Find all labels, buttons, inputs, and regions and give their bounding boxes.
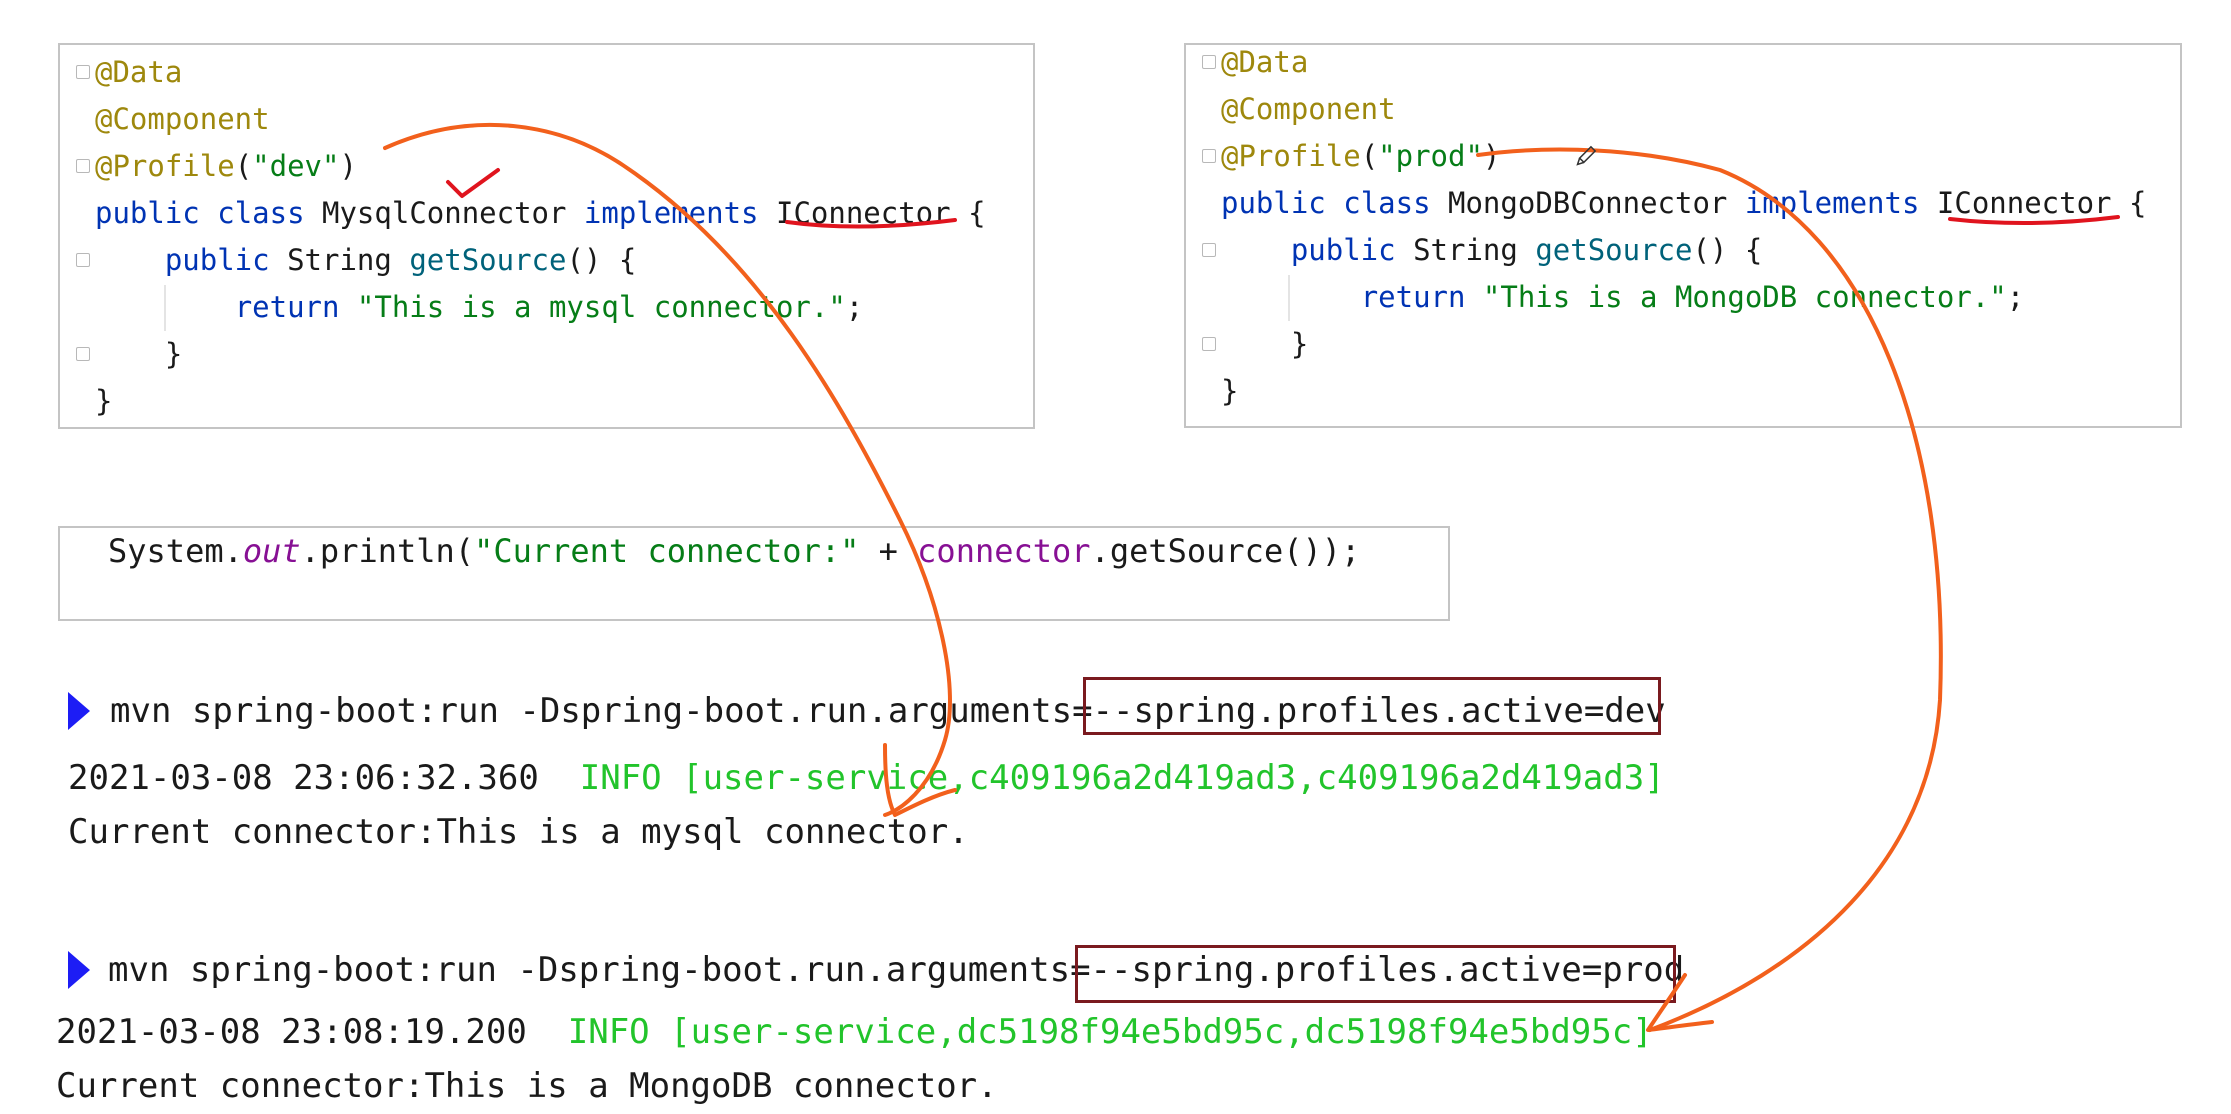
profile-argument: --spring.profiles.active=prod [1090,950,1685,990]
prod-arrowhead [1646,973,1714,1032]
keyword: implements [1744,186,1920,220]
plus-operator: + [859,532,918,570]
println-statement: System.out.println("Current connector:" … [108,528,1360,575]
fold-marker-icon[interactable] [76,253,90,267]
profile-argument: --spring.profiles.active=dev [1092,691,1666,731]
log-timestamp: 2021-03-08 23:08:19.200 [56,1012,527,1052]
dev-arrowhead [883,743,957,817]
type-name: String [1413,233,1518,267]
paren: ) [339,149,357,183]
connector-variable: connector [917,532,1091,570]
println-call: .println( [300,532,475,570]
command-text: mvn spring-boot:run -Dspring-boot.run.ar… [110,691,1093,731]
profile-value: "dev" [252,149,340,183]
class-name: MysqlConnector [322,196,567,230]
prompt-arrow-icon [68,692,90,730]
brace: } [1290,327,1309,361]
fold-marker-icon[interactable] [76,347,90,361]
keyword: public [164,243,270,277]
log-timestamp: 2021-03-08 23:06:32.360 [68,758,539,798]
keyword: class [217,196,305,230]
mysql-connector-code: @Data @Component @Profile("dev") public … [95,49,986,425]
keyword: return [1360,280,1466,314]
label-string: "Current connector:" [474,532,860,570]
paren: ) [1482,139,1501,173]
iconnector-underline [785,218,957,229]
system-class: System. [108,532,243,570]
dev-argument-highlight [1083,677,1661,735]
class-name: MongoDBConnector [1448,186,1728,220]
type-name: String [287,243,392,277]
pen-cursor-icon [1576,145,1597,166]
checkmark-icon [446,168,500,198]
brace: { [2129,186,2147,220]
println-code-panel [58,526,1450,621]
prod-output-line: Current connector:This is a MongoDB conn… [56,1066,998,1106]
fold-marker-icon[interactable] [76,65,90,79]
semicolon: ; [2006,280,2025,314]
command-text: mvn spring-boot:run -Dspring-boot.run.ar… [108,950,1091,990]
dev-log-line: 2021-03-08 23:06:32.360 INFO [user-servi… [68,758,1665,798]
dev-run-command[interactable]: mvn spring-boot:run -Dspring-boot.run.ar… [110,691,1666,731]
mongodb-connector-code: @Data @Component @Profile("prod") public… [1221,39,2146,415]
keyword: public [1221,186,1326,220]
prod-argument-highlight [1075,945,1676,1003]
method-params: () { [566,243,637,277]
dev-output-line: Current connector:This is a mysql connec… [68,812,969,852]
profile-annotation: @Profile [1221,139,1361,173]
iconnector-underline [1948,215,2120,226]
prod-log-line: 2021-03-08 23:08:19.200 INFO [user-servi… [56,1012,1653,1052]
prompt-arrow-icon [68,951,90,989]
prod-run-command[interactable]: mvn spring-boot:run -Dspring-boot.run.ar… [108,950,1684,990]
return-string: "This is a MongoDB connector." [1482,280,2007,314]
component-annotation: @Component [95,102,270,136]
paren: ( [234,149,253,183]
paren: ( [1360,139,1379,173]
mysql-connector-code-panel [58,43,1035,429]
log-info: INFO [user-service,dc5198f94e5bd95c,dc51… [567,1012,1653,1052]
indent-guide [1288,275,1290,321]
log-info: INFO [user-service,c409196a2d419ad3,c409… [579,758,1665,798]
out-field: out [242,532,301,570]
component-annotation: @Component [1221,92,1396,126]
brace: } [95,384,113,418]
mongodb-connector-code-panel [1184,43,2182,428]
keyword: class [1343,186,1431,220]
fold-marker-icon[interactable] [1202,55,1216,69]
fold-marker-icon[interactable] [76,159,90,173]
brace: { [968,196,986,230]
data-annotation: @Data [1221,45,1309,79]
profile-annotation: @Profile [95,149,235,183]
keyword: public [95,196,200,230]
fold-marker-icon[interactable] [1202,243,1216,257]
indent-guide [164,285,166,331]
fold-marker-icon[interactable] [1202,337,1216,351]
data-annotation: @Data [95,55,183,89]
fold-marker-icon[interactable] [1202,149,1216,163]
method-name: getSource [1535,233,1693,267]
keyword: return [234,290,340,324]
brace: } [164,337,183,371]
method-params: () { [1692,233,1763,267]
method-name: getSource [409,243,567,277]
interface-name: IConnector [1936,186,2112,220]
profile-value: "prod" [1378,139,1483,173]
getsource-call: .getSource()); [1090,532,1361,570]
dev-arrow [383,122,952,817]
return-string: "This is a mysql connector." [356,290,846,324]
semicolon: ; [845,290,864,324]
prod-arrow [1476,147,1943,1032]
keyword: public [1290,233,1396,267]
brace: } [1221,374,1239,408]
